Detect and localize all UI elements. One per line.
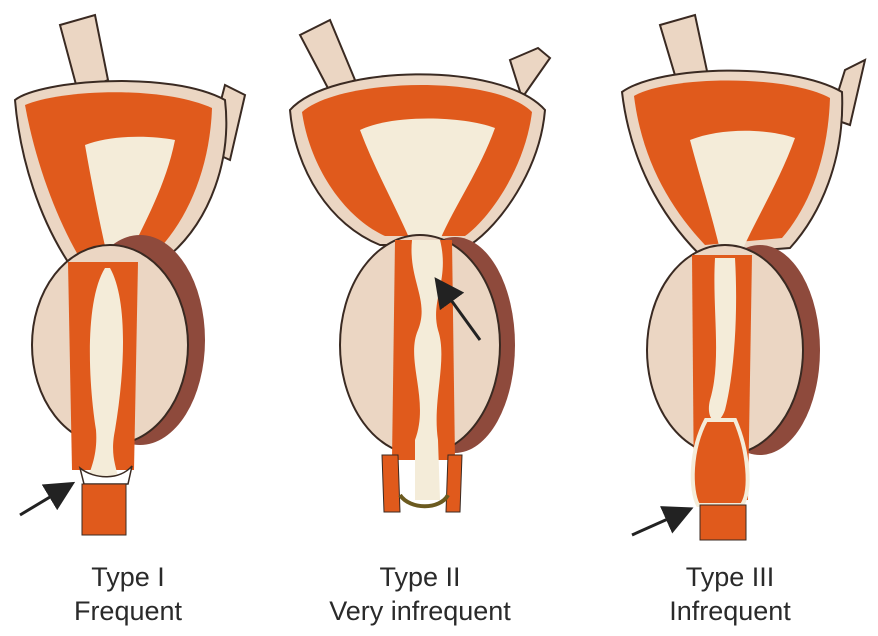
panel-type-3	[622, 15, 865, 540]
urethra-lumen	[412, 240, 443, 500]
caption-type-3-frequency: Infrequent	[610, 594, 850, 628]
distal-urethra	[700, 505, 746, 540]
caption-type-1-frequency: Frequent	[8, 594, 248, 628]
arrow-type-3	[632, 510, 688, 535]
left-ureter-stub	[60, 15, 108, 92]
caption-type-1-title: Type I	[8, 560, 248, 594]
panel-type-2	[290, 20, 550, 512]
panel-type-1	[15, 15, 245, 535]
diaphragm-membrane	[693, 420, 748, 505]
caption-type-2: Type II Very infrequent	[300, 560, 540, 628]
caption-type-1: Type I Frequent	[8, 560, 248, 628]
left-ureter-stub	[300, 20, 355, 92]
caption-type-2-frequency: Very infrequent	[300, 594, 540, 628]
arrow-type-1	[20, 485, 70, 515]
distal-urethra	[82, 484, 126, 535]
caption-type-3-title: Type III	[610, 560, 850, 594]
caption-type-3: Type III Infrequent	[610, 560, 850, 628]
caption-type-2-title: Type II	[300, 560, 540, 594]
